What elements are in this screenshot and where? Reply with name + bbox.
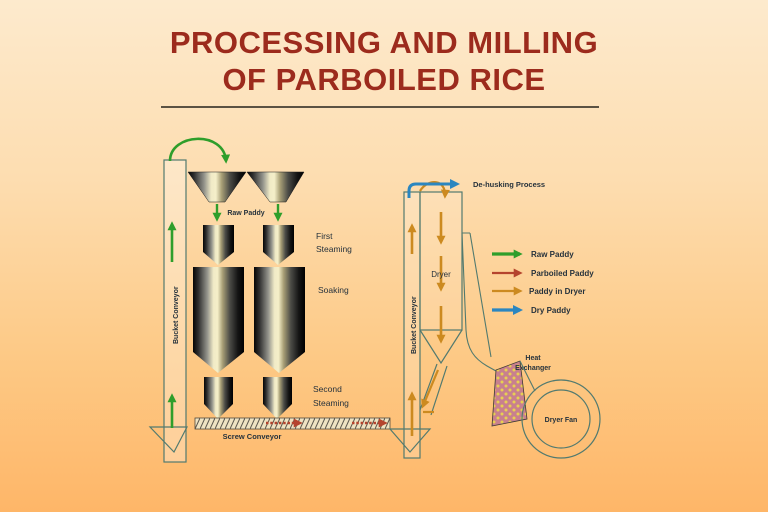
legend-parboiled-paddy-label: Parboiled Paddy: [531, 269, 594, 278]
dry-paddy-out-arrow-icon: [407, 179, 460, 198]
intake-hopper-right: [246, 171, 305, 203]
screw-conveyor: Screw Conveyor: [194, 417, 391, 441]
dryer-label: Dryer: [431, 270, 451, 279]
legend: Raw Paddy Parboiled Paddy Paddy in Dryer…: [492, 249, 594, 315]
intake-hopper-left: [187, 171, 247, 203]
dryer-fan: Dryer Fan: [519, 360, 601, 459]
paddy-into-dryer-arc-arrow-icon: [419, 181, 450, 199]
hot-air-duct: [461, 232, 497, 372]
dryer-unit: Dryer: [419, 181, 463, 416]
paddy-chute-arrow-icon: [421, 369, 440, 409]
dehusking-flow: De-husking Process: [407, 179, 545, 198]
soaking-vessels: Soaking: [193, 267, 349, 373]
first-steaming-label-line2: Steaming: [316, 244, 352, 254]
title-underline: [161, 106, 599, 108]
second-steaming-vessels: Second Steaming: [204, 377, 349, 419]
raw-paddy-feed-arc-arrow-icon: [168, 137, 231, 164]
legend-raw-paddy-label: Raw Paddy: [531, 250, 574, 259]
second-steaming-label-line2: Steaming: [313, 398, 349, 408]
soaking-vessel: [254, 267, 305, 373]
bucket-elevator-left: Bucket Conveyor: [148, 137, 231, 463]
first-steaming-label-line1: First: [316, 231, 333, 241]
soaking-vessel: [193, 267, 244, 373]
first-steaming-vessel: [203, 225, 234, 265]
bucket-conveyor-left-boot: [148, 426, 188, 454]
first-steaming-vessels: First Steaming: [203, 225, 352, 265]
duct-outline: [461, 232, 497, 372]
dryer-funnel: [419, 329, 463, 365]
legend-paddy-in-dryer-label: Paddy in Dryer: [529, 287, 585, 296]
page-title: PROCESSING AND MILLING OF PARBOILED RICE: [0, 24, 768, 98]
bucket-conveyor-left-column: [163, 159, 187, 463]
title-line-1: PROCESSING AND MILLING: [169, 25, 599, 60]
dryer-fan-label: Dryer Fan: [545, 417, 578, 424]
intake-hoppers: Raw Paddy: [187, 171, 305, 222]
title-line-2: OF PARBOILED RICE: [222, 62, 546, 97]
heat-exchanger-label-line1: Heat: [525, 355, 541, 362]
heat-exchanger-label-line2: Exchanger: [515, 365, 551, 372]
dryer-discharge-chute: [419, 363, 448, 416]
legend-dry-paddy-label: Dry Paddy: [531, 306, 571, 315]
heat-exchanger: Heat Exchanger: [491, 355, 551, 427]
bucket-elevator-right: Bucket Conveyor: [388, 191, 432, 459]
dehusking-process-label: De-husking Process: [473, 180, 545, 189]
fan-housing-inner: [531, 389, 591, 449]
fan-housing-outer: [521, 379, 601, 459]
raw-paddy-label: Raw Paddy: [227, 210, 264, 217]
bucket-conveyor-right-boot: [388, 428, 432, 453]
first-steaming-vessel: [263, 225, 294, 265]
heat-exchanger-body: [491, 360, 528, 427]
second-steaming-vessel: [263, 377, 292, 419]
soaking-label: Soaking: [318, 285, 349, 295]
fan-volute-line: [519, 360, 536, 392]
second-steaming-vessel: [204, 377, 233, 419]
bucket-conveyor-right-label: Bucket Conveyor: [411, 296, 418, 354]
second-steaming-label-line1: Second: [313, 384, 342, 394]
bucket-conveyor-left-label: Bucket Conveyor: [173, 286, 180, 344]
screw-conveyor-label: Screw Conveyor: [223, 432, 282, 441]
